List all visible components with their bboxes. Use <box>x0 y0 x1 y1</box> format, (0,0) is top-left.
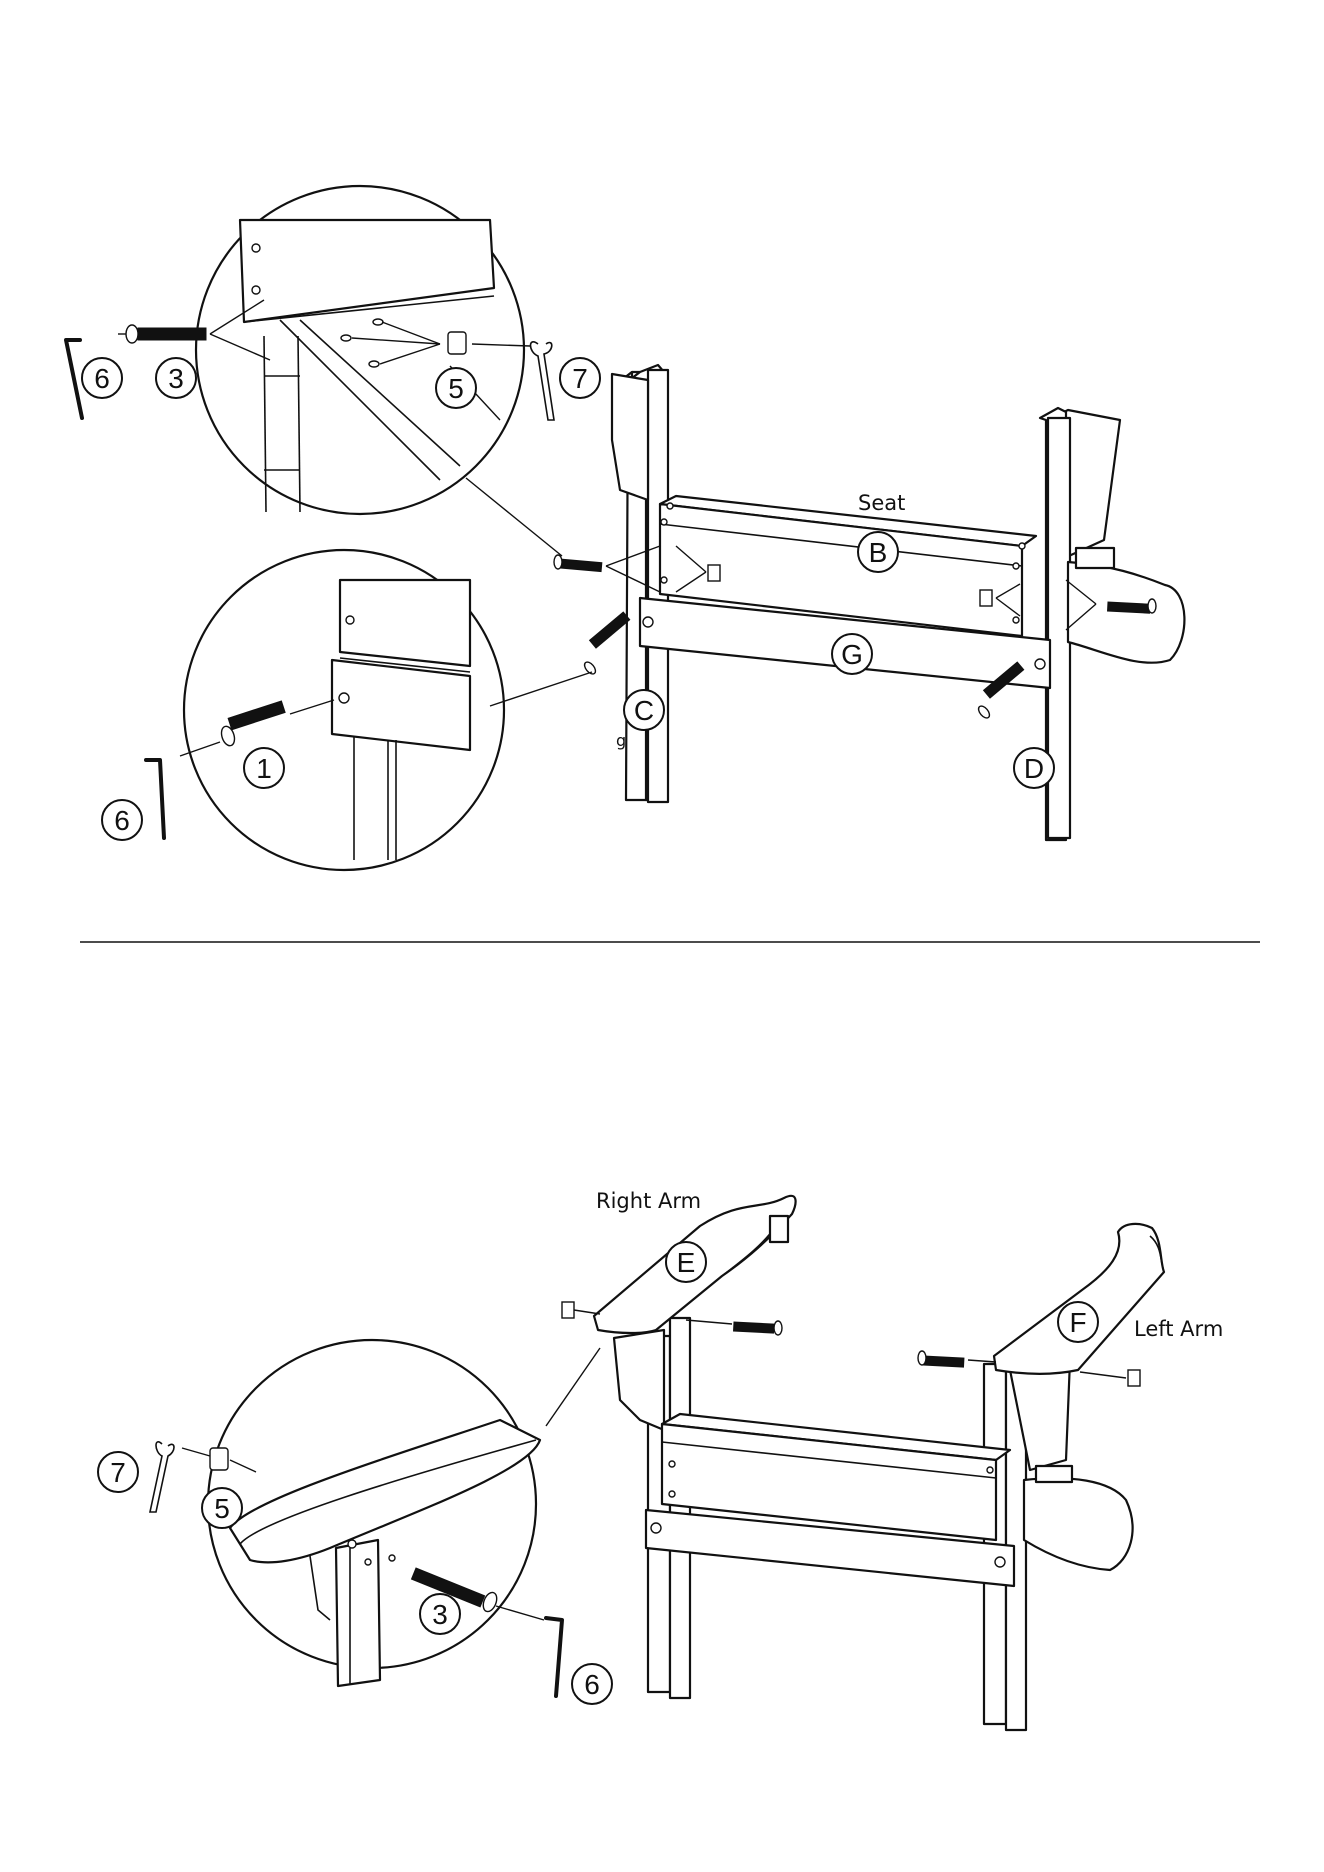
svg-text:5: 5 <box>448 373 464 404</box>
left-arm-label: Left Arm <box>1134 1317 1223 1341</box>
callout-e: E <box>666 1242 706 1282</box>
svg-text:3: 3 <box>168 363 184 394</box>
part-label-g: G <box>841 639 863 670</box>
part-label-b: B <box>869 537 888 568</box>
svg-text:1: 1 <box>256 753 272 784</box>
callout-5-bottom: 5 <box>202 1488 242 1528</box>
callout-3-top: 3 <box>156 358 196 398</box>
front-right-leg <box>984 1350 1133 1730</box>
part-label-e: E <box>677 1247 696 1278</box>
svg-text:6: 6 <box>94 363 110 394</box>
part-label-c: C <box>634 695 654 726</box>
part-label-d: D <box>1024 753 1044 784</box>
callout-g: G <box>832 634 872 674</box>
part-label-f: F <box>1069 1307 1086 1338</box>
callout-1: 1 <box>244 748 284 788</box>
callout-7-top: 7 <box>560 358 600 398</box>
callout-3-bottom: 3 <box>420 1594 460 1634</box>
callout-c: C <box>624 690 664 730</box>
callout-5-top: 5 <box>436 368 476 408</box>
callout-6-top: 6 <box>82 358 122 398</box>
svg-text:7: 7 <box>110 1457 126 1488</box>
seat-assembly-panel: B G C D Seat g <box>66 186 1184 870</box>
svg-text:6: 6 <box>584 1669 600 1700</box>
callout-6-bottom: 6 <box>572 1664 612 1704</box>
svg-text:3: 3 <box>432 1599 448 1630</box>
callout-7-bottom: 7 <box>98 1452 138 1492</box>
zoom-detail-top <box>66 186 562 556</box>
right-arm-label: Right Arm <box>596 1189 701 1213</box>
leg-d-part <box>1040 408 1184 840</box>
front-left-leg <box>614 1318 690 1698</box>
svg-text:7: 7 <box>572 363 588 394</box>
callout-f: F <box>1058 1302 1098 1342</box>
zoom-detail-middle <box>146 550 592 870</box>
svg-text:5: 5 <box>214 1493 230 1524</box>
arms-assembly-panel: E F Right Arm Left Arm <box>98 1189 1223 1730</box>
seat-label: Seat <box>858 491 905 515</box>
callout-b: B <box>858 532 898 572</box>
left-arm-f <box>994 1224 1164 1374</box>
small-mark-label: g <box>616 731 626 750</box>
callout-6-middle: 6 <box>102 800 142 840</box>
svg-text:6: 6 <box>114 805 130 836</box>
callout-d: D <box>1014 748 1054 788</box>
